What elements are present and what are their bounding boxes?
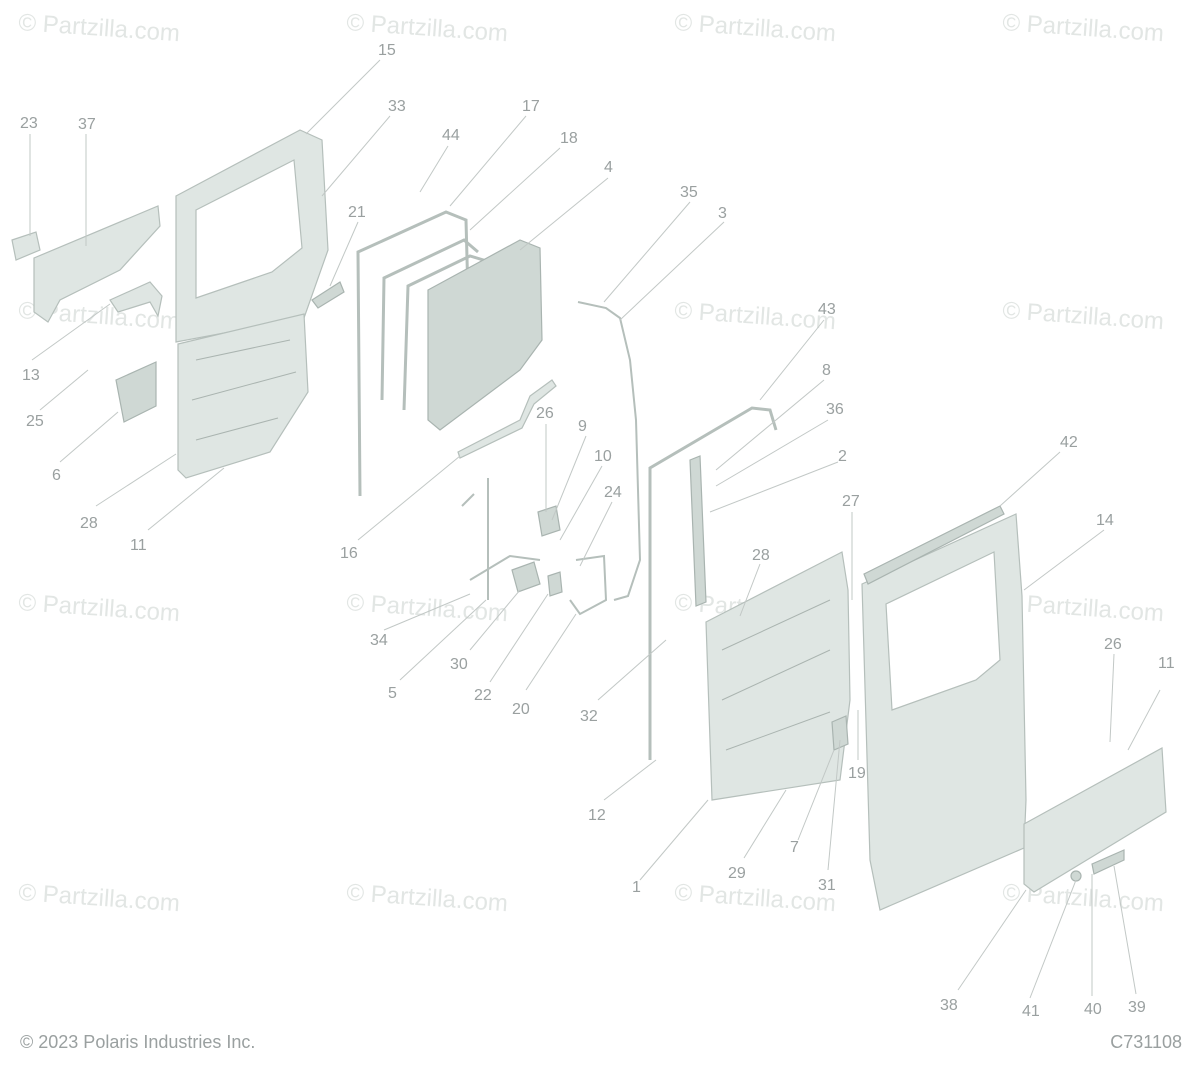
- callout-36: 36: [826, 401, 844, 418]
- watermark: © Partzilla.com: [346, 879, 509, 917]
- callout-40: 40: [1084, 1001, 1102, 1018]
- callout-13: 13: [22, 367, 40, 384]
- callout-21: 21: [348, 204, 366, 221]
- callout-33: 33: [388, 98, 406, 115]
- callout-29: 29: [728, 865, 746, 882]
- part-1-inner-panel: [705, 551, 851, 801]
- callout-9: 9: [578, 418, 587, 435]
- callout-34: 34: [370, 632, 388, 649]
- watermark: © Partzilla.com: [674, 9, 837, 47]
- watermark: © Partzilla.com: [674, 879, 837, 917]
- callout-3: 3: [718, 205, 727, 222]
- watermark: © Partzilla.com: [346, 589, 509, 627]
- callout-6: 6: [52, 467, 61, 484]
- parts: [11, 129, 1167, 911]
- callout-22: 22: [474, 687, 492, 704]
- part-30-motor: [511, 561, 541, 593]
- callout-26: 26: [536, 405, 554, 422]
- callout-38: 38: [940, 997, 958, 1014]
- part-7-handle: [831, 715, 849, 751]
- door-window-opening: [195, 159, 303, 299]
- callout-1: 1: [632, 879, 641, 896]
- callout-5: 5: [388, 685, 397, 702]
- callout-11: 11: [1158, 655, 1175, 672]
- callout-16: 16: [340, 545, 358, 562]
- part-17-seal: [380, 238, 479, 401]
- leader-lines: [29, 59, 1161, 999]
- outer-door-window: [885, 551, 1001, 711]
- part-20-rod: [569, 554, 608, 616]
- callout-32: 32: [580, 708, 598, 725]
- callout-14: 14: [1096, 512, 1114, 529]
- part-38-lower-trim: [1023, 747, 1167, 893]
- figure-code: C731108: [1110, 1032, 1182, 1052]
- callout-20: 20: [512, 701, 530, 718]
- part-41-button: [1070, 870, 1082, 882]
- callout-30: 30: [450, 656, 468, 673]
- callout-23: 23: [20, 115, 38, 132]
- panel-detail: [191, 339, 297, 441]
- callout-25: 25: [26, 413, 44, 430]
- part-44-glass-run: [356, 210, 470, 497]
- callout-27: 27: [842, 493, 860, 510]
- callout-37: 37: [78, 116, 96, 133]
- watermark: © Partzilla.com: [1002, 589, 1165, 627]
- part-4-glass: [427, 239, 543, 431]
- watermark: © Partzilla.com: [1002, 9, 1165, 47]
- part-42-belt-molding: [863, 505, 1005, 585]
- part-23: [11, 231, 41, 261]
- watermark: © Partzilla.com: [1002, 297, 1165, 335]
- panel-detail: [721, 599, 831, 751]
- part-37: [33, 205, 161, 323]
- callout-31: 31: [818, 877, 836, 894]
- part-5-regulator: [461, 478, 541, 600]
- callout-10: 10: [594, 448, 612, 465]
- part-12-seal: [648, 406, 778, 760]
- callout-24: 24: [604, 484, 622, 501]
- callout-11: 11: [130, 537, 147, 554]
- callout-28: 28: [752, 547, 770, 564]
- callout-41: 41: [1022, 1003, 1040, 1020]
- part-3-cable: [577, 301, 642, 601]
- watermark: © Partzilla.com: [674, 297, 837, 335]
- part-21: [311, 281, 345, 309]
- callout-8: 8: [822, 362, 831, 379]
- watermark: © Partzilla.com: [346, 9, 509, 47]
- part-22: [547, 571, 563, 597]
- watermark: © Partzilla.com: [18, 9, 181, 47]
- callout-15: 15: [378, 42, 396, 59]
- callout-35: 35: [680, 184, 698, 201]
- callout-4: 4: [604, 159, 613, 176]
- callout-7: 7: [790, 839, 799, 856]
- callout-26: 26: [1104, 636, 1122, 653]
- part-16-belt-strip: [457, 379, 557, 459]
- callout-18: 18: [560, 130, 578, 147]
- part-2-channel: [689, 455, 707, 607]
- part-13: [109, 281, 163, 318]
- callout-28: 28: [80, 515, 98, 532]
- watermark: © Partzilla.com: [18, 879, 181, 917]
- callout-42: 42: [1060, 434, 1078, 451]
- part-28-door-panel: [177, 313, 309, 479]
- copyright-notice: © 2023 Polaris Industries Inc.: [20, 1032, 256, 1052]
- callout-43: 43: [818, 301, 836, 318]
- callout-12: 12: [588, 807, 606, 824]
- callout-2: 2: [838, 448, 847, 465]
- callout-44: 44: [442, 127, 460, 144]
- watermark: © Partzilla.com: [18, 589, 181, 627]
- callout-19: 19: [848, 765, 866, 782]
- callout-39: 39: [1128, 999, 1146, 1016]
- part-39-handle: [1091, 849, 1125, 875]
- part-9-latch: [537, 505, 561, 537]
- callout-17: 17: [522, 98, 540, 115]
- part-6: [115, 361, 157, 423]
